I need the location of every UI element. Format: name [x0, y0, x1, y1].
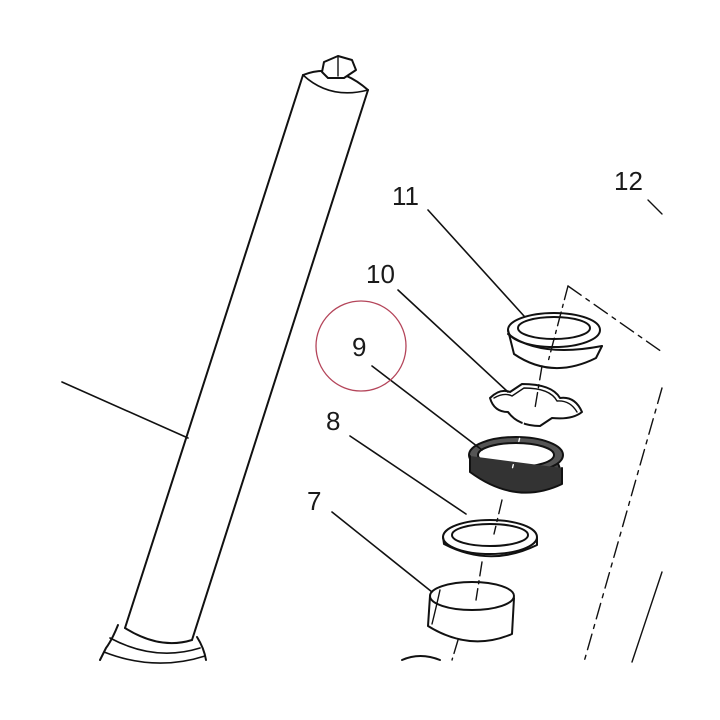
tube-leader-line [61, 381, 189, 439]
leader-lines [331, 209, 525, 593]
assembly-axis-lines [567, 199, 663, 663]
label-9: 9 [352, 332, 366, 362]
label-12: 12 [614, 166, 643, 196]
label-10: 10 [366, 259, 395, 289]
part-8-washer [442, 499, 538, 558]
highlight-circle [315, 300, 407, 392]
part-7-bushing [401, 561, 515, 661]
part-10-retaining-clip [489, 365, 583, 427]
part-9-oil-seal [468, 419, 564, 494]
label-7: 7 [307, 486, 321, 516]
fork-tube [99, 55, 369, 664]
label-8: 8 [326, 406, 340, 436]
label-11: 11 [392, 181, 419, 211]
part-11-dust-cover [507, 285, 603, 369]
